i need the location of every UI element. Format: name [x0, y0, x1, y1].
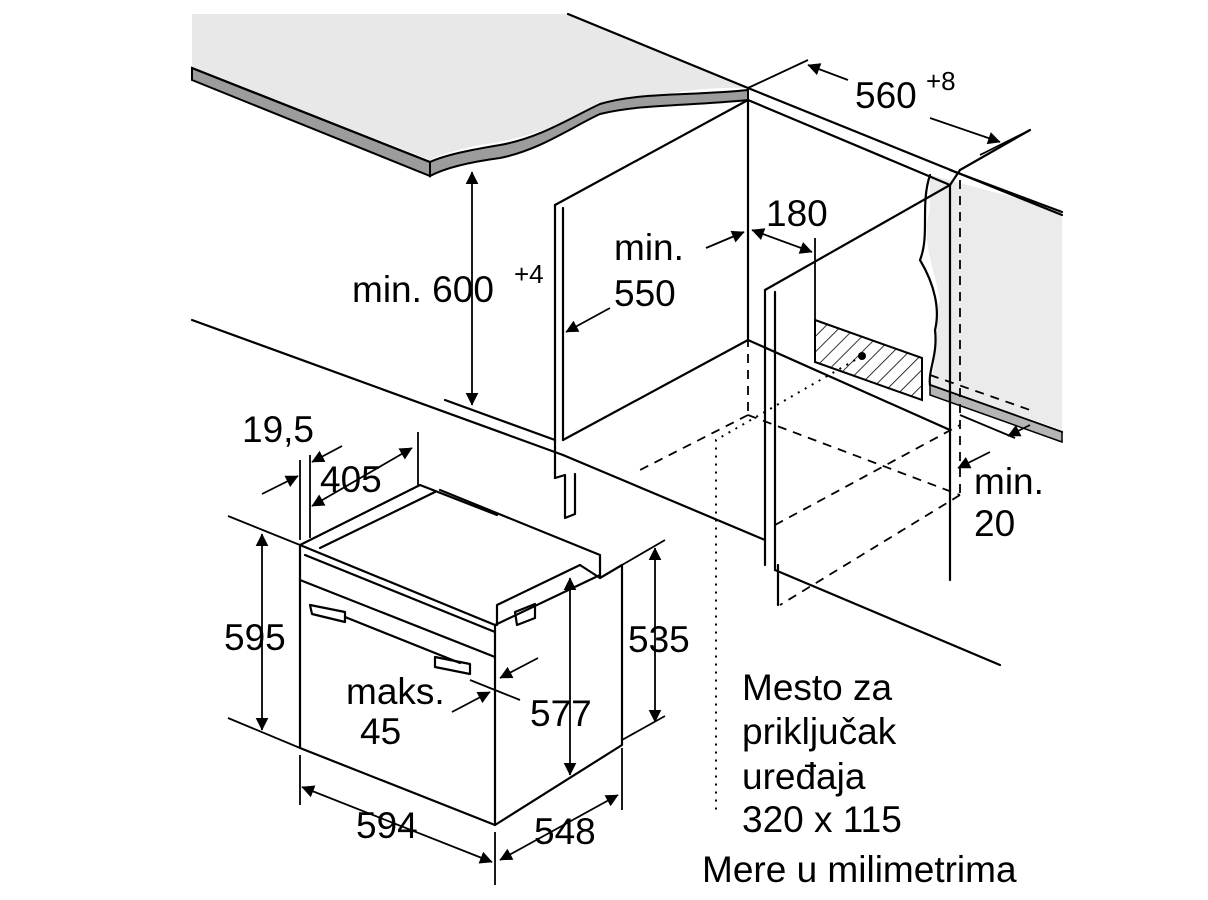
connection-note-line-1: Mesto za — [742, 667, 893, 708]
label-front-depth: 405 — [320, 459, 382, 500]
label-rear-gap-2: 20 — [974, 503, 1015, 544]
label-oven-height: 595 — [224, 617, 286, 658]
connection-note: Mesto za priključak uređaja 320 x 115 Me… — [702, 667, 1017, 890]
label-depth-min-1: min. — [614, 227, 684, 268]
label-gap-top: 180 — [766, 193, 828, 234]
label-width-top: 560 — [855, 75, 917, 116]
label-niche-height: min. 600 — [352, 269, 494, 310]
label-width-top-tolerance: +8 — [926, 66, 956, 96]
label-rear-gap-1: min. — [974, 461, 1044, 502]
label-oven-width: 594 — [356, 805, 418, 846]
label-oven-depth: 548 — [534, 811, 596, 852]
connection-note-line-3: uređaja — [742, 756, 866, 797]
oven — [298, 483, 624, 827]
dimension-lines — [227, 59, 1031, 885]
label-body-height: 535 — [628, 619, 690, 660]
connection-note-line-2: priključak — [742, 711, 897, 752]
units-note: Mere u milimetrima — [702, 849, 1017, 890]
connection-note-line-4: 320 x 115 — [742, 799, 902, 840]
connection-area — [715, 318, 923, 815]
label-inner-height: 577 — [530, 693, 592, 734]
label-niche-height-tolerance: +4 — [514, 259, 544, 289]
right-wall-panel — [918, 168, 1064, 444]
label-depth-min-2: 550 — [614, 273, 676, 314]
niche-cabinet — [190, 86, 1064, 667]
countertop — [190, 12, 750, 178]
hidden-edges — [639, 180, 1031, 606]
label-front-offset: 19,5 — [242, 409, 314, 450]
label-handle-1: maks. — [346, 671, 445, 712]
label-handle-2: 45 — [360, 711, 401, 752]
dimension-labels: 560 +8 min. 600 +4 min. 550 180 19,5 405… — [224, 66, 1044, 852]
